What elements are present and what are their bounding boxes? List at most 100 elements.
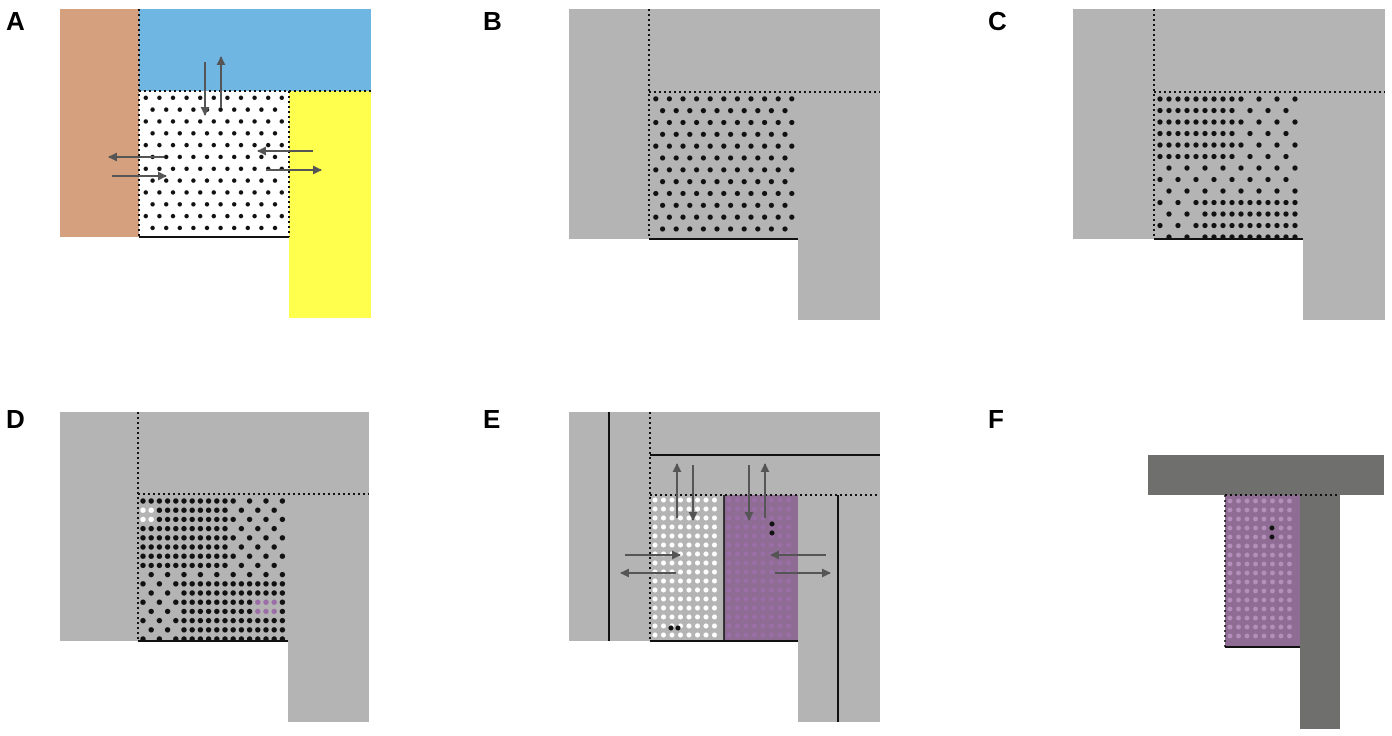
cell-dot — [769, 497, 774, 503]
cell-dot — [218, 202, 223, 207]
cell-dot — [735, 605, 740, 611]
panel-d: D — [6, 404, 369, 722]
cell-dot — [1270, 624, 1275, 630]
cell-dot — [714, 202, 720, 208]
cell-dot — [1220, 142, 1226, 148]
cell-dot — [782, 202, 788, 208]
cell-dot — [768, 155, 775, 161]
cell-dot — [189, 553, 195, 559]
cell-dot — [197, 498, 204, 504]
cell-dot — [173, 599, 179, 605]
cell-dot — [177, 225, 182, 231]
cell-dot — [205, 627, 212, 633]
cell-dot — [1236, 507, 1241, 513]
cell-dot — [680, 214, 686, 220]
cell-dot — [760, 605, 766, 611]
cell-dot — [728, 226, 734, 232]
cell-dot — [1270, 561, 1275, 567]
cell-dot — [191, 154, 196, 160]
cell-dot — [752, 524, 757, 530]
cell-dot — [1236, 588, 1241, 594]
cell-dot — [164, 225, 169, 231]
cell-dot — [164, 202, 169, 207]
cell-dot — [666, 119, 673, 126]
cell-dot — [214, 599, 220, 605]
cell-dot — [1261, 561, 1267, 567]
cell-dot — [191, 178, 196, 183]
cell-dot — [255, 590, 261, 596]
cell-dot — [726, 632, 732, 638]
cell-dot — [678, 569, 683, 575]
cell-dot — [726, 596, 732, 602]
cell-dot — [707, 96, 713, 102]
cell-dot — [777, 587, 783, 593]
cell-dot — [678, 524, 683, 530]
cell-dot — [1236, 570, 1241, 576]
cell-dot — [259, 107, 264, 112]
cell-dot — [769, 530, 775, 536]
cell-dot — [181, 516, 187, 523]
cell-dot — [1238, 165, 1244, 171]
cell-dot — [1211, 199, 1217, 206]
cell-dot — [1184, 107, 1190, 114]
cell-dot — [164, 154, 169, 160]
cell-dot — [143, 166, 148, 171]
cell-dot — [255, 562, 261, 569]
cell-dot — [712, 623, 717, 629]
cell-dot — [735, 614, 740, 620]
cell-dot — [1261, 570, 1267, 576]
cell-dot — [666, 167, 673, 173]
cell-dot — [703, 551, 709, 557]
cell-dot — [164, 590, 171, 596]
cell-dot — [1227, 543, 1233, 549]
tissue-right-c — [1303, 92, 1385, 320]
cell-dot — [266, 142, 271, 148]
cell-dot — [743, 632, 749, 638]
cell-dot — [1238, 222, 1244, 229]
cell-dot — [1278, 624, 1284, 630]
cell-dot — [695, 515, 700, 521]
cell-dot — [1253, 597, 1258, 603]
cell-dot — [148, 498, 154, 504]
cell-dot — [1270, 579, 1275, 585]
cell-dot — [148, 535, 154, 541]
cell-dot — [252, 119, 257, 124]
cell-dot — [140, 562, 146, 569]
cell-dot — [197, 562, 204, 569]
cell-dot — [181, 581, 187, 587]
cell-dot — [760, 560, 766, 566]
cell-dot — [148, 544, 154, 550]
cell-dot — [211, 142, 216, 148]
cell-dot — [769, 506, 774, 512]
cell-dot — [1157, 107, 1163, 114]
cell-dot — [205, 516, 212, 523]
cell-dot — [700, 226, 707, 232]
cell-dot — [156, 535, 163, 541]
cell-dot — [1247, 153, 1253, 160]
cell-dot — [1211, 107, 1217, 114]
cell-dot — [214, 535, 220, 541]
cell-dot — [760, 551, 766, 557]
cell-dot — [1175, 107, 1181, 114]
cell-dot — [762, 119, 768, 126]
cell-dot — [246, 590, 253, 596]
cell-dot — [777, 524, 783, 530]
cell-dot — [1227, 570, 1233, 576]
cell-dot — [245, 202, 250, 207]
cell-dot — [150, 225, 155, 231]
cell-dot — [669, 605, 675, 611]
cell-dot — [1202, 153, 1208, 160]
cell-dot — [255, 599, 261, 605]
cell-dot — [263, 571, 269, 578]
cell-dot — [695, 587, 700, 593]
cell-dot — [222, 535, 228, 541]
cell-dot — [726, 578, 732, 584]
cell-dot — [271, 507, 277, 513]
cell-dot — [1278, 579, 1284, 585]
cell-dot — [1244, 597, 1250, 603]
cell-dot — [205, 590, 212, 596]
cell-dot — [789, 167, 795, 173]
cell-dot — [218, 154, 223, 160]
cell-dot — [1287, 516, 1292, 522]
cell-dot — [1157, 199, 1163, 206]
